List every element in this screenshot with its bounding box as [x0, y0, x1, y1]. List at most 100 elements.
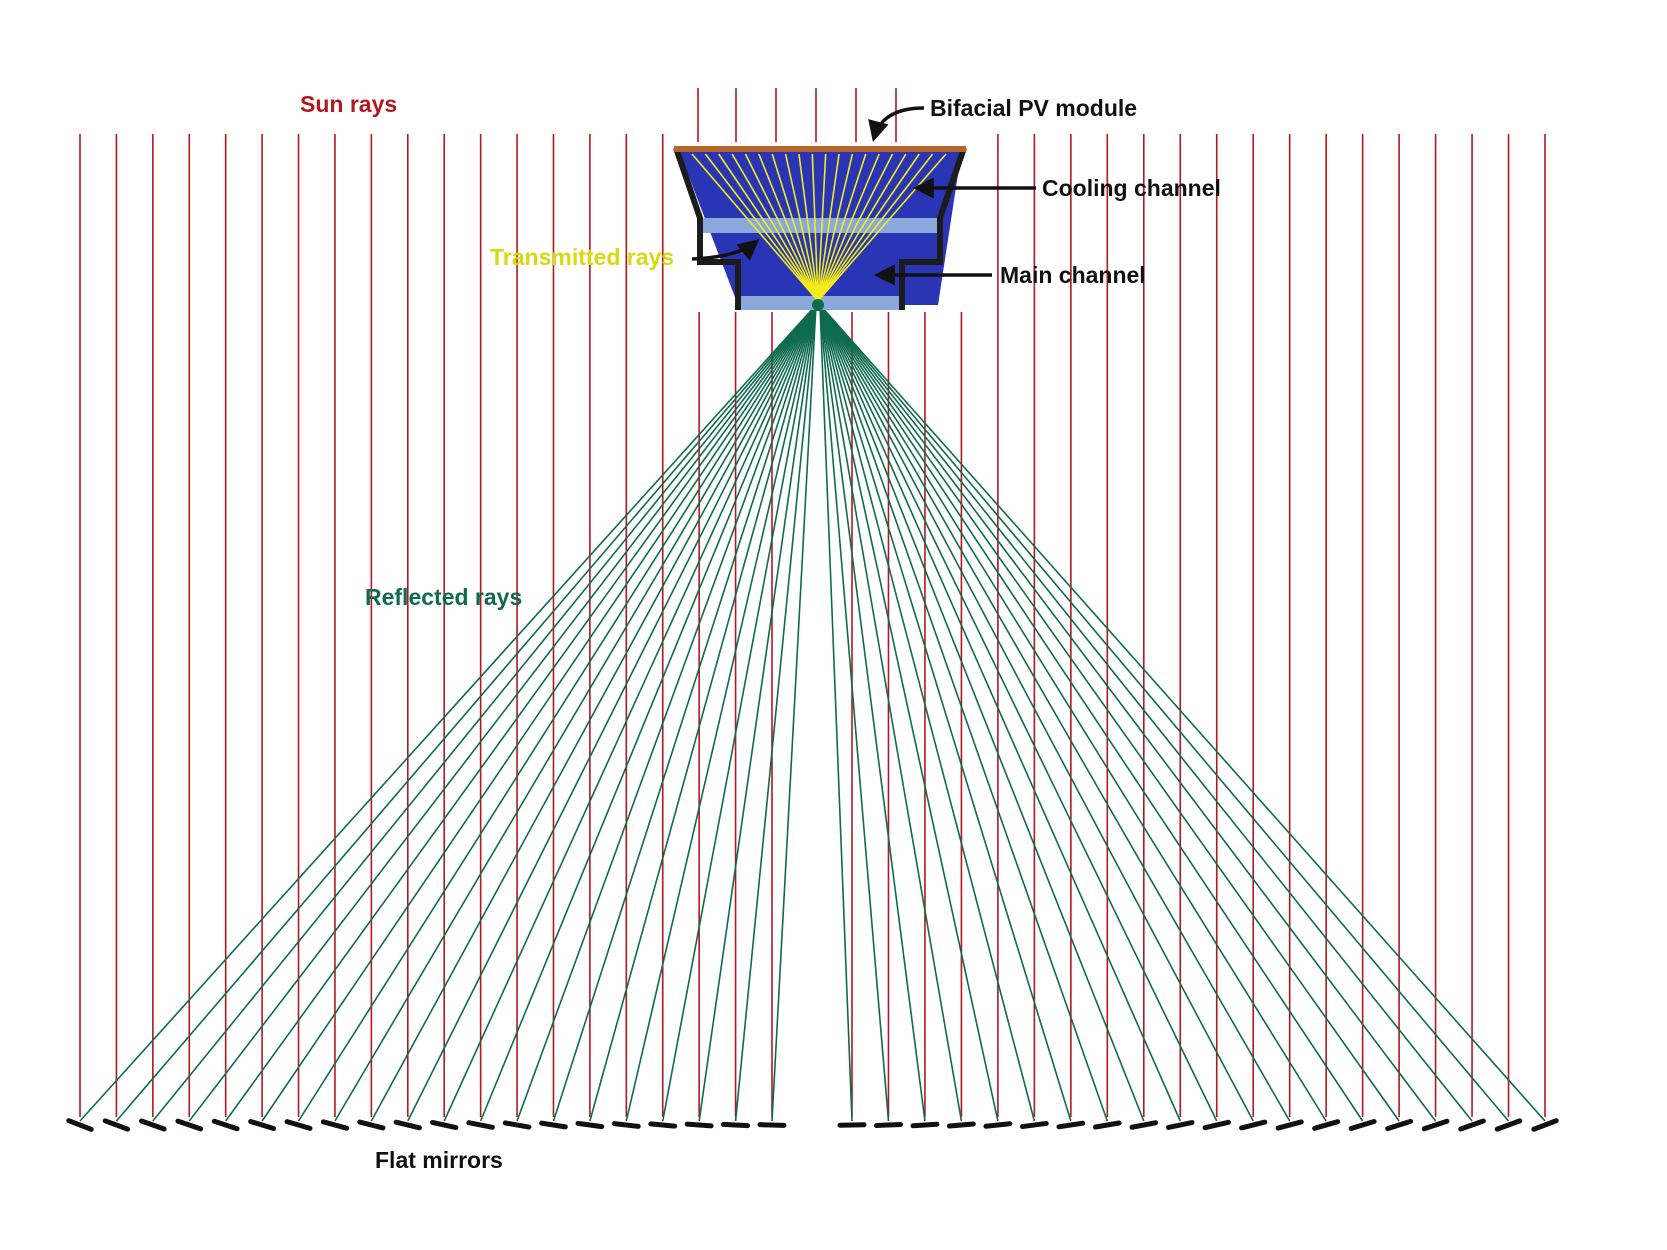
flat-mirror [1275, 1119, 1304, 1131]
reflected-ray [698, 304, 817, 1122]
reflected-ray [443, 304, 817, 1122]
transmitted-ray [817, 153, 827, 302]
reflected-ray [819, 304, 1364, 1122]
reflected-ray [370, 304, 817, 1122]
flat-mirror [1494, 1118, 1523, 1132]
reflected-ray [407, 304, 817, 1122]
reflected-ray [819, 304, 999, 1122]
reflected-ray [819, 304, 1254, 1122]
reflected-ray [334, 304, 817, 1122]
transmitted-ray [691, 153, 819, 302]
flat-mirror [684, 1121, 714, 1129]
reflected-ray [819, 304, 1400, 1122]
cooling-channel-divider [700, 218, 940, 233]
flat-mirror [1531, 1118, 1559, 1132]
cooling-channel-label: Cooling channel [1042, 175, 1221, 201]
flat-mirrors-group [66, 1118, 1559, 1132]
receiver-left-wall [673, 147, 741, 310]
reflected-ray [819, 304, 1218, 1122]
flat-mirror [393, 1119, 422, 1131]
curved-arrow-icon [691, 239, 760, 261]
flat-mirror [910, 1121, 940, 1129]
reflected-ray [819, 304, 1546, 1122]
bifacial-pv-module [674, 146, 966, 152]
transmitted-ray [817, 153, 894, 302]
flat-mirror [284, 1119, 313, 1131]
flat-mirror [429, 1119, 459, 1131]
transmitted-ray [811, 153, 819, 302]
transmitted-ray [758, 153, 819, 302]
annotation-arrows [691, 106, 1036, 286]
flat-mirror [575, 1120, 605, 1130]
reflected-ray [819, 304, 1327, 1122]
transmitted-ray [731, 153, 819, 302]
reflected-ray [589, 304, 817, 1122]
reflected-ray [819, 304, 1437, 1122]
transmitted-ray [817, 153, 840, 302]
flat-mirror [721, 1121, 751, 1129]
flat-mirror [139, 1118, 167, 1132]
transmitted-ray [817, 153, 907, 302]
reflected-ray [552, 304, 817, 1122]
reflected-ray [771, 304, 817, 1122]
flat-mirror [102, 1118, 131, 1132]
flat-mirror [1312, 1119, 1341, 1131]
transmitted-ray [798, 153, 819, 302]
flat-mirror [1239, 1119, 1268, 1131]
transmitted-ray [817, 153, 920, 302]
reflected-ray [819, 304, 1473, 1122]
transmitted-rays-label: Transmitted rays [490, 244, 674, 270]
transmitted-ray [817, 153, 880, 302]
reflected-ray [115, 304, 817, 1122]
flat-mirror [466, 1120, 495, 1130]
flat-mirrors-label: Flat mirrors [375, 1147, 503, 1173]
flat-mirror [648, 1121, 678, 1129]
reflected-ray [297, 304, 817, 1122]
reflected-ray [188, 304, 817, 1122]
flat-mirror [1458, 1118, 1486, 1132]
flat-mirror [611, 1121, 641, 1129]
flat-mirror [539, 1120, 568, 1130]
flat-mirror [1421, 1118, 1450, 1132]
flat-mirror [1019, 1120, 1049, 1130]
flat-mirror [211, 1118, 240, 1132]
flat-mirror [757, 1122, 787, 1128]
reflected-ray [819, 304, 1072, 1122]
reflected-ray [819, 304, 926, 1122]
reflected-ray [819, 304, 1510, 1122]
reflected-ray [225, 304, 817, 1122]
curved-arrow-icon [868, 106, 925, 143]
flat-mirror [983, 1121, 1013, 1129]
sun-rays-group [79, 88, 1546, 1117]
reflected-ray [516, 304, 817, 1122]
reflected-ray [819, 304, 1291, 1122]
reflected-ray [661, 304, 817, 1122]
flat-mirror [1129, 1120, 1159, 1130]
reflected-ray [79, 304, 817, 1122]
reflected-ray [819, 304, 1145, 1122]
reflected-ray [819, 304, 1109, 1122]
reflected-ray [625, 304, 817, 1122]
transmitted-ray [784, 153, 819, 302]
focal-point [812, 299, 824, 311]
receiver [673, 146, 967, 311]
flat-mirror [502, 1120, 532, 1130]
flat-mirror [1056, 1120, 1086, 1130]
sun-rays-label: Sun rays [300, 91, 397, 117]
flat-mirror [66, 1118, 94, 1132]
reflected-ray [819, 304, 1181, 1122]
transmitted-ray [718, 153, 819, 302]
flat-mirror [1092, 1120, 1122, 1130]
flat-mirror [320, 1119, 350, 1131]
transmitted-ray [771, 153, 819, 302]
flat-mirror [946, 1121, 976, 1129]
reflected-rays-group [79, 304, 1546, 1122]
flat-mirror [873, 1121, 903, 1129]
reflected-ray [819, 304, 853, 1122]
transmitted-ray [704, 153, 819, 302]
flat-mirror [248, 1118, 277, 1132]
reflected-ray [819, 304, 963, 1122]
transmitted-rays-group [691, 153, 947, 302]
flat-mirror [1385, 1118, 1414, 1132]
